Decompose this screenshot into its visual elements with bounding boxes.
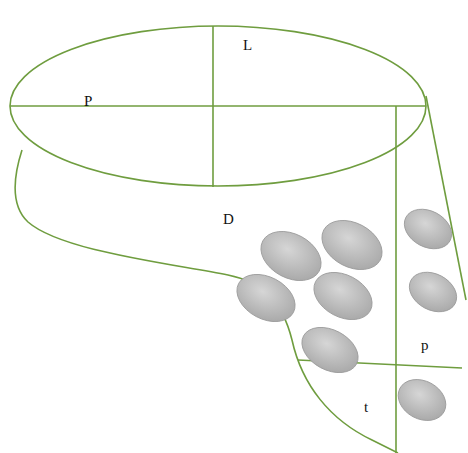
part-label: L [243,38,252,53]
part-label: P [84,94,92,109]
part-label: t [364,400,368,415]
lobule [313,211,390,280]
lobule [402,264,463,319]
right-divider [395,106,397,453]
lobule [294,318,366,381]
horizontal-axis [10,105,426,107]
part-label: p [421,338,429,353]
top-ellipse [10,26,426,186]
lobule [391,371,453,428]
body-outline [15,150,398,453]
lobule [397,201,458,256]
part-label: D [223,212,234,227]
lobule [306,263,380,329]
lobule [229,265,303,331]
right-outline [426,96,466,300]
